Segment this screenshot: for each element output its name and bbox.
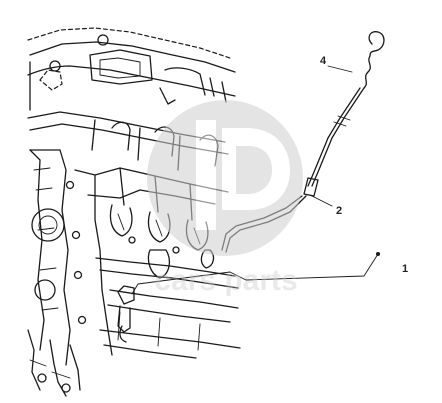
callout-2: 2 xyxy=(336,205,342,217)
callout-1: 1 xyxy=(402,263,408,275)
callout-2-leader xyxy=(309,194,333,207)
dipstick-handle xyxy=(368,31,385,57)
watermark: cars parts xyxy=(147,100,303,297)
callout-1-leader xyxy=(131,253,379,295)
callout-4: 4 xyxy=(320,55,327,67)
watermark-text: cars parts xyxy=(154,264,297,297)
callout-4-leader xyxy=(327,65,353,73)
dipstick-tube-fitting xyxy=(303,177,319,197)
